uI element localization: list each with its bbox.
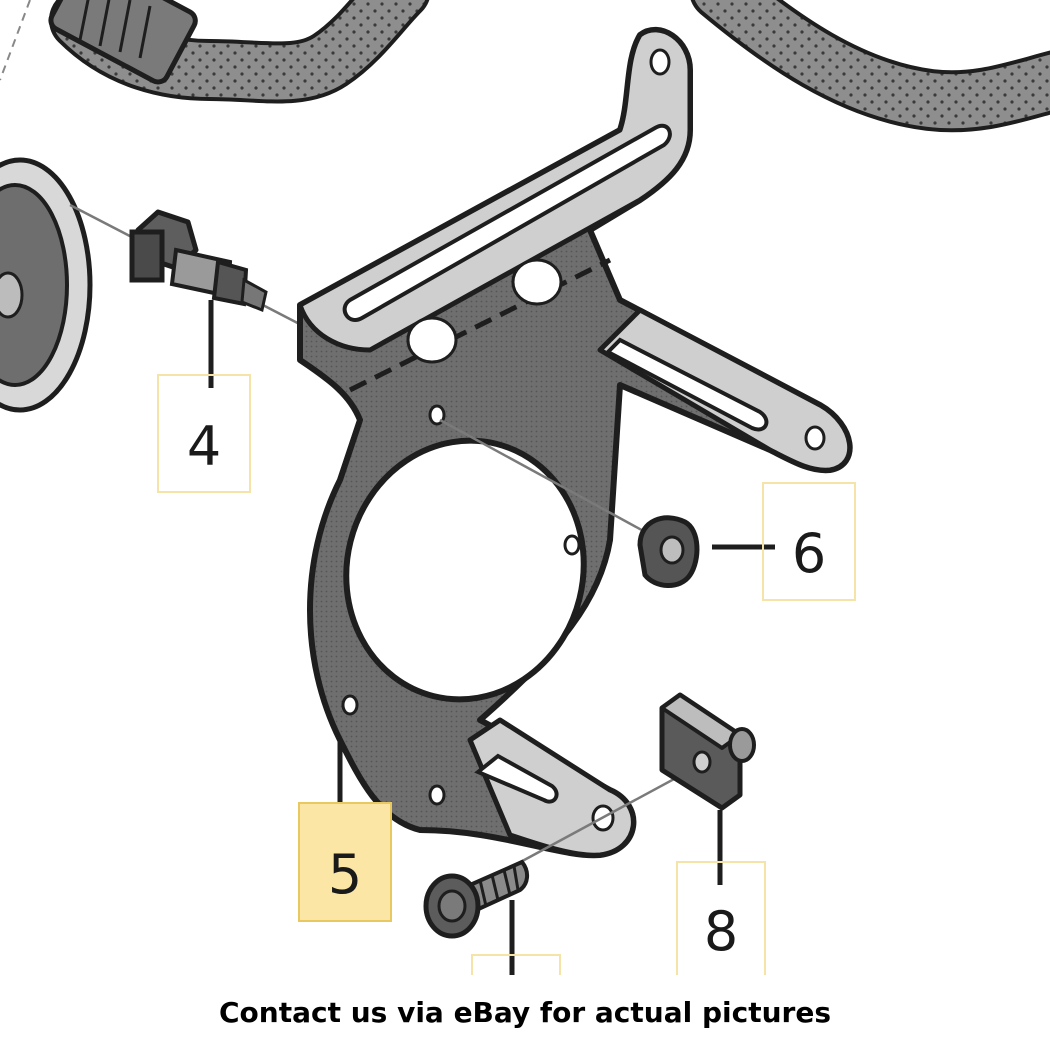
guide-line-nut xyxy=(439,418,661,542)
bolt-part xyxy=(423,859,529,939)
hose-left xyxy=(48,0,430,104)
callout-box-6 xyxy=(762,482,856,601)
round-component xyxy=(0,157,93,413)
sensor-part xyxy=(129,209,268,313)
caption-text: Contact us via eBay for actual pictures xyxy=(219,996,831,1029)
bracket-part xyxy=(297,27,853,859)
callout-box-partial xyxy=(471,954,561,975)
guide-line-dashed xyxy=(0,0,31,81)
callout-box-4 xyxy=(157,374,251,493)
caption-bar: Contact us via eBay for actual pictures xyxy=(0,975,1050,1050)
callout-label-4: 4 xyxy=(187,415,221,478)
callout-box-5-highlighted xyxy=(298,802,392,922)
callout-label-5: 5 xyxy=(328,843,362,906)
hose-right xyxy=(690,0,1050,133)
parts-diagram: 4 6 5 8 xyxy=(0,0,1050,975)
callout-label-8: 8 xyxy=(704,900,738,963)
clip-part xyxy=(659,692,756,811)
nut-part xyxy=(637,515,700,588)
guide-line-bolt xyxy=(514,763,701,867)
callout-box-8 xyxy=(676,861,766,975)
callout-label-6: 6 xyxy=(792,522,826,585)
